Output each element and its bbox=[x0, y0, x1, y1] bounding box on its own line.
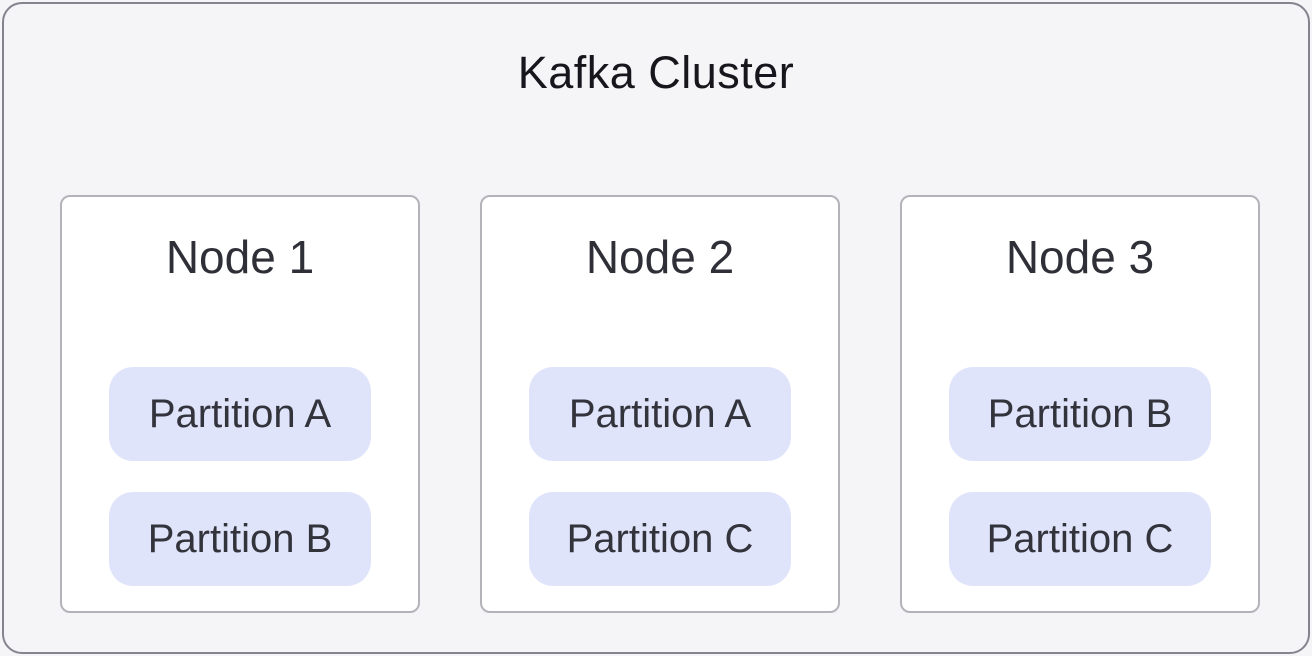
nodes-row: Node 1 Partition A Partition B Node 2 Pa… bbox=[60, 195, 1260, 613]
partition-list: Partition A Partition C bbox=[529, 367, 791, 586]
node-card-2: Node 2 Partition A Partition C bbox=[480, 195, 840, 613]
partition-pill: Partition B bbox=[109, 492, 371, 586]
node-card-1: Node 1 Partition A Partition B bbox=[60, 195, 420, 613]
partition-pill: Partition A bbox=[109, 367, 371, 461]
partition-list: Partition B Partition C bbox=[949, 367, 1211, 586]
cluster-title: Kafka Cluster bbox=[517, 47, 795, 98]
node-title: Node 1 bbox=[165, 231, 315, 283]
node-title: Node 2 bbox=[585, 231, 735, 283]
partition-pill: Partition C bbox=[949, 492, 1211, 586]
partition-pill: Partition A bbox=[529, 367, 791, 461]
partition-pill: Partition B bbox=[949, 367, 1211, 461]
partition-list: Partition A Partition B bbox=[109, 367, 371, 586]
node-title: Node 3 bbox=[1005, 231, 1155, 283]
node-card-3: Node 3 Partition B Partition C bbox=[900, 195, 1260, 613]
partition-pill: Partition C bbox=[529, 492, 791, 586]
